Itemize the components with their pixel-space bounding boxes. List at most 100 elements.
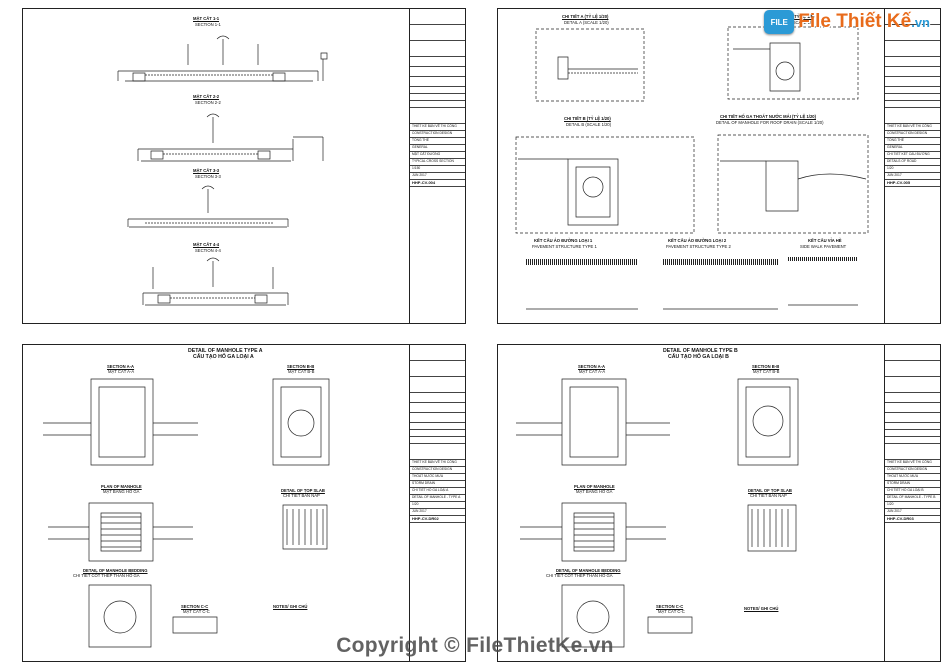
section-b-label-vn: MẶT CẮT B-B	[753, 369, 780, 374]
cross-section-drawings	[23, 9, 411, 323]
section-2-title: MẶT CẮT 2-2	[193, 94, 220, 99]
tb-project-vn: THIẾT KẾ BẢN VẼ THI CÔNG	[885, 124, 940, 131]
logo-name: File Thiết Kế	[798, 11, 912, 32]
tb-scale: 1/20	[885, 166, 940, 173]
title-block: THIẾT KẾ BẢN VẼ THI CÔNG CONSTRUCTION DE…	[409, 9, 465, 323]
tb-title: MẶT CẮT ĐƯỜNG	[410, 152, 465, 159]
pavement-type-1-layers	[526, 259, 638, 265]
notes-label: NOTES/ GHI CHÚ	[744, 606, 779, 611]
section-c-label-vn: MẶT CẮT C-C	[658, 609, 685, 614]
sidewalk-title: KẾT CẤU VỈA HÈ	[808, 238, 842, 243]
logo-mark-icon: FILE	[764, 10, 795, 34]
pavement-type-1-subtitle: PAVEMENT STRUCTURE TYPE 1	[532, 244, 597, 249]
tb-title-en: TYPICAL CROSS SECTION	[410, 159, 465, 166]
manhole-b-drawings	[498, 345, 886, 661]
tb-project-en: CONSTRUCTION DESIGN	[410, 131, 465, 138]
detail-roof-manhole-subtitle: DETAIL OF MANHOLE FOR ROOF DRAIN (SCALE …	[716, 120, 824, 125]
manhole-b-title-vn: CẤU TẠO HỐ GA LOẠI B	[668, 354, 729, 360]
tb-category-vn: TỔNG THỂ	[410, 138, 465, 145]
section-4-title: MẶT CẮT 4-4	[193, 242, 220, 247]
rebar-label-vn: CHI TIẾT CỐT THÉP THÂN HỐ GA	[73, 573, 140, 578]
section-1-subtitle: SECTION 1-1	[195, 22, 221, 27]
section-b-label: SECTION B-B	[752, 364, 780, 369]
tb-drawing-code: HHP-CV-DR02	[410, 516, 465, 523]
section-b-label-vn: MẶT CẮT B-B	[288, 369, 315, 374]
title-block: THIẾT KẾ BẢN VẼ THI CÔNG CONSTRUCTION DE…	[884, 9, 940, 323]
tb-scale: 1/20	[885, 502, 940, 509]
detail-a-subtitle: DETAIL A (SCALE 1/20)	[564, 20, 609, 25]
tb-scale: 1/20	[410, 502, 465, 509]
section-c-label-vn: MẶT CẮT C-C	[183, 609, 210, 614]
rebar-label: DETAIL OF MANHOLE BEDDING	[556, 568, 621, 573]
site-logo: FILE File Thiết Kế.vn	[764, 10, 930, 34]
pavement-type-2-subtitle: PAVEMENT STRUCTURE TYPE 2	[666, 244, 731, 249]
tb-project-vn: THIẾT KẾ BẢN VẼ THI CÔNG	[410, 460, 465, 467]
sidewalk-subtitle: SIDE WALK PAVEMENT	[800, 244, 847, 249]
rebar-label-vn: CHI TIẾT CỐT THÉP THÂN HỐ GA	[546, 573, 613, 578]
tb-drawing-code: HHP-CV-004	[410, 180, 465, 187]
tb-date: JUN 2017	[410, 509, 465, 516]
manhole-a-title: DETAIL OF MANHOLE TYPE A	[188, 348, 263, 354]
tb-title: CHI TIẾT HỐ GA LOẠI B	[885, 488, 940, 495]
tb-category-vn: THOÁT NƯỚC MƯA	[410, 474, 465, 481]
rebar-label: DETAIL OF MANHOLE BEDDING	[83, 568, 148, 573]
detail-roof-manhole-title: CHI TIẾT HỐ GA THOÁT NƯỚC MÁI (TỶ LỆ 1/2…	[720, 114, 816, 119]
plan-label-vn: MẶT BẰNG HỐ GA	[103, 489, 140, 494]
plan-label: PLAN OF MANHOLE	[101, 484, 142, 489]
section-c-label: SECTION C-C	[181, 604, 209, 609]
tb-title: CHI TIẾT KẾT CẤU ĐƯỜNG	[885, 152, 940, 159]
tb-drawing-code: HHP-CV-005	[885, 180, 940, 187]
tb-title-en: DETAIL OF MANHOLE - TYPE A	[410, 495, 465, 502]
detail-b2-subtitle: DETAIL B (SCALE 1/20)	[566, 122, 612, 127]
pavement-type-2-title: KẾT CẤU ÁO ĐƯỜNG LOẠI 2	[668, 238, 727, 243]
tb-drawing-code: HHP-CV-DR03	[885, 516, 940, 523]
detail-b2-title: CHI TIẾT B (TỶ LỆ 1/20)	[564, 116, 611, 121]
road-detail-drawings	[498, 9, 886, 323]
sheet-manhole-type-a: DETAIL OF MANHOLE TYPE A CẤU TẠO HỐ GA L…	[22, 344, 466, 662]
section-a-label-vn: MẶT CẮT A-A	[579, 369, 606, 374]
sheet-road-details: CHI TIẾT A (TỶ LỆ 1/20) DETAIL A (SCALE …	[497, 8, 941, 324]
manhole-a-drawings	[23, 345, 411, 661]
section-2-subtitle: SECTION 2-2	[195, 100, 221, 105]
title-block: THIẾT KẾ BẢN VẼ THI CÔNG CONSTRUCTION DE…	[884, 345, 940, 661]
tb-category-en: STORM DRAIN	[885, 481, 940, 488]
section-a-label-vn: MẶT CẮT A-A	[108, 369, 135, 374]
section-1-title: MẶT CẮT 1-1	[193, 16, 220, 21]
tb-category-vn: THOÁT NƯỚC MƯA	[885, 474, 940, 481]
tb-date: JUN 2017	[885, 173, 940, 180]
section-3-subtitle: SECTION 3-3	[195, 174, 221, 179]
tb-title: CHI TIẾT HỐ GA LOẠI A	[410, 488, 465, 495]
pavement-type-1-title: KẾT CẤU ÁO ĐƯỜNG LOẠI 1	[534, 238, 593, 243]
plan-label-vn: MẶT BẰNG HỐ GA	[576, 489, 613, 494]
section-c-label: SECTION C-C	[656, 604, 684, 609]
tb-title-en: DETAIL OF MANHOLE - TYPE B	[885, 495, 940, 502]
tb-project-vn: THIẾT KẾ BẢN VẼ THI CÔNG	[410, 124, 465, 131]
sidewalk-layers	[788, 257, 858, 261]
tb-category-en: STORM DRAIN	[410, 481, 465, 488]
top-slab-label-vn: CHI TIẾT BẢN NẮP	[750, 493, 787, 498]
logo-domain: .vn	[911, 15, 930, 30]
section-a-label: SECTION A-A	[578, 364, 606, 369]
tb-category-en: GENERAL	[885, 145, 940, 152]
tb-date: JUN 2017	[410, 173, 465, 180]
manhole-b-title: DETAIL OF MANHOLE TYPE B	[663, 348, 738, 354]
top-slab-label: DETAIL OF TOP SLAB	[748, 488, 792, 493]
logo-text: File Thiết Kế.vn	[798, 11, 930, 33]
tb-project-en: CONSTRUCTION DESIGN	[885, 131, 940, 138]
section-a-label: SECTION A-A	[107, 364, 135, 369]
top-slab-label-vn: CHI TIẾT BẢN NẮP	[283, 493, 320, 498]
tb-date: JUN 2017	[885, 509, 940, 516]
top-slab-label: DETAIL OF TOP SLAB	[281, 488, 325, 493]
section-4-subtitle: SECTION 4-4	[195, 248, 221, 253]
plan-label: PLAN OF MANHOLE	[574, 484, 615, 489]
sheet-manhole-type-b: DETAIL OF MANHOLE TYPE B CẤU TẠO HỐ GA L…	[497, 344, 941, 662]
section-b-label: SECTION B-B	[287, 364, 315, 369]
section-3-title: MẶT CẮT 3-3	[193, 168, 220, 173]
tb-title-en: DETAILS OF ROAD	[885, 159, 940, 166]
tb-project-en: CONSTRUCTION DESIGN	[410, 467, 465, 474]
tb-category-vn: TỔNG THỂ	[885, 138, 940, 145]
copyright-watermark: Copyright © FileThietKe.vn	[336, 634, 614, 657]
tb-project-vn: THIẾT KẾ BẢN VẼ THI CÔNG	[885, 460, 940, 467]
pavement-type-2-layers	[663, 259, 778, 265]
manhole-a-title-vn: CẤU TẠO HỐ GA LOẠI A	[193, 354, 254, 360]
